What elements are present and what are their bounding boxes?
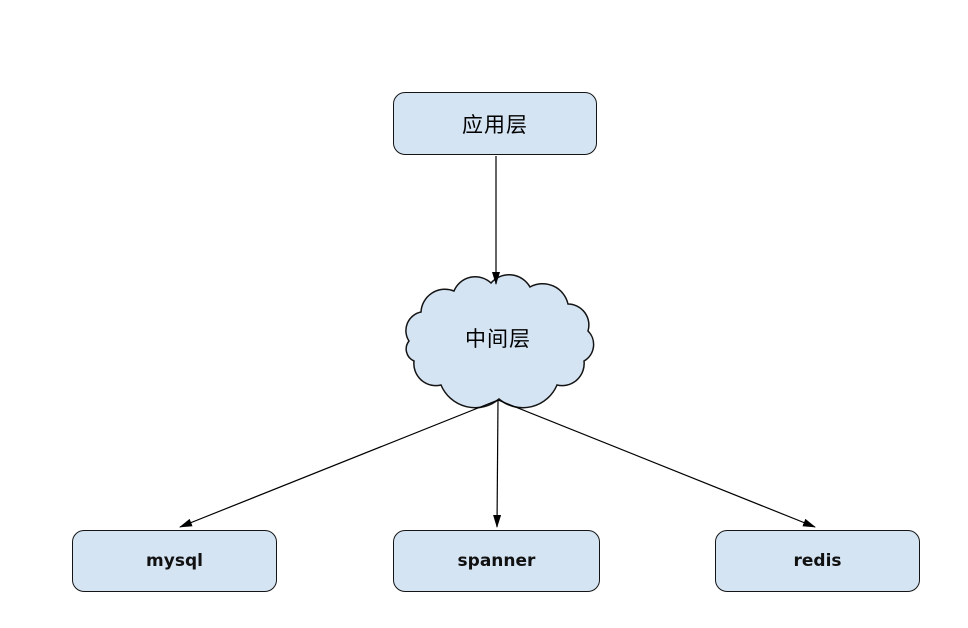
- node-mysql: mysql: [72, 530, 277, 592]
- node-redis-label: redis: [793, 551, 842, 571]
- node-redis: redis: [715, 530, 920, 592]
- node-middle-layer: 中间层: [433, 323, 563, 353]
- edge-middle-to-mysql: [179, 399, 499, 528]
- node-middle-layer-cloud-shape: [405, 274, 595, 409]
- edge-middle-to-spanner: [493, 399, 502, 528]
- node-mysql-label: mysql: [146, 551, 203, 571]
- node-spanner-label: spanner: [457, 551, 536, 571]
- node-app-layer: 应用层: [393, 92, 597, 155]
- node-spanner: spanner: [393, 530, 600, 592]
- edge-middle-to-redis: [497, 399, 816, 528]
- node-app-layer-label: 应用层: [462, 112, 528, 137]
- node-middle-layer-label: 中间层: [465, 327, 531, 351]
